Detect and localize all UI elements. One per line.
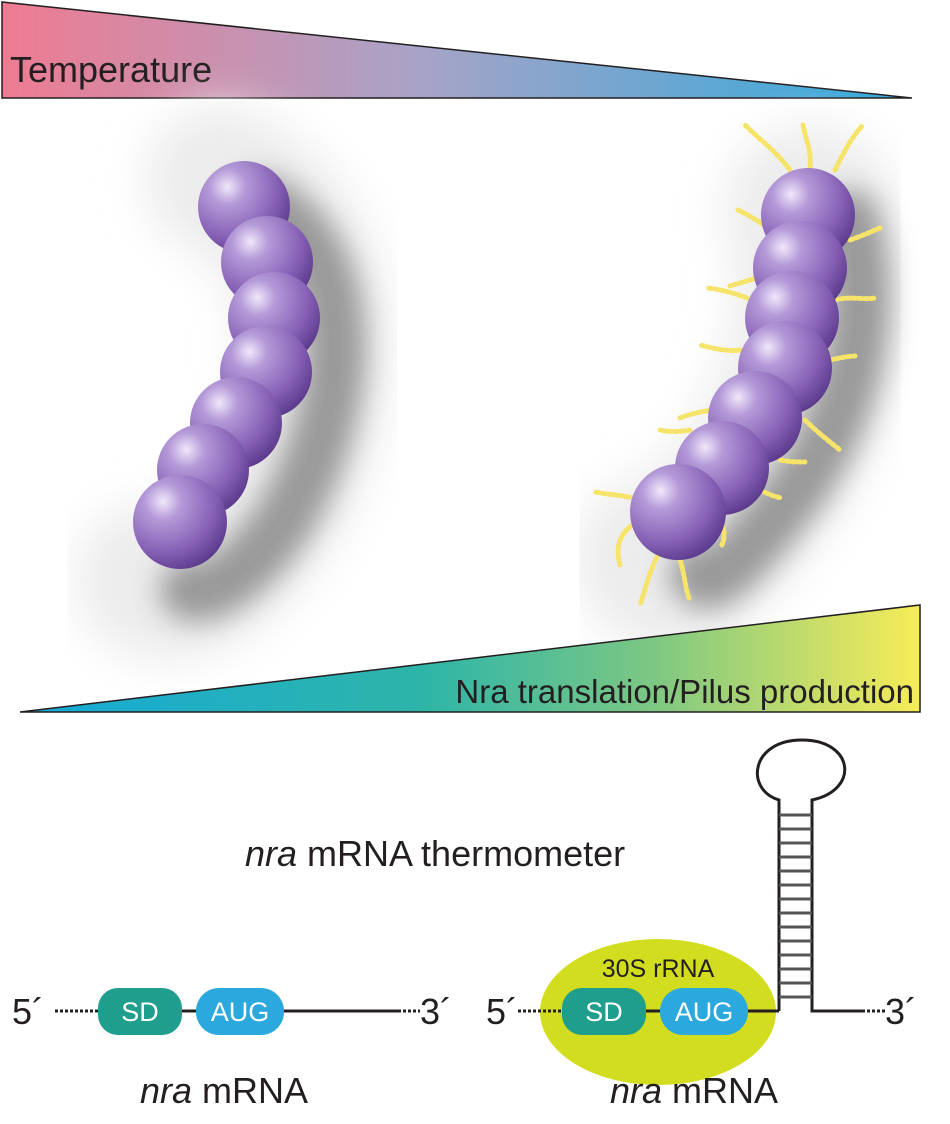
temperature-gradient-wedge: Temperature bbox=[1, 1, 913, 99]
right-aug-box: AUG bbox=[660, 988, 748, 1035]
pilus bbox=[615, 522, 635, 568]
thermometer-rest: mRNA thermometer bbox=[297, 833, 625, 874]
thermometer-label: nra mRNA thermometer bbox=[245, 833, 625, 874]
right-aug-label: AUG bbox=[675, 997, 734, 1027]
right-sd-label: SD bbox=[585, 997, 623, 1027]
left-aug-box: AUG bbox=[196, 988, 284, 1035]
left-sd-label: SD bbox=[121, 997, 159, 1027]
ribosome-label: 30S rRNA bbox=[602, 955, 715, 983]
bacterium-right bbox=[575, 122, 906, 652]
right-mrna-caption: nra mRNA bbox=[610, 1070, 778, 1111]
pilus bbox=[832, 295, 879, 303]
left-three-prime: 3´ bbox=[420, 991, 452, 1032]
hairpin-base-pairs bbox=[779, 813, 812, 999]
pilus bbox=[847, 225, 883, 243]
coccus-cell bbox=[133, 475, 227, 569]
pilus bbox=[777, 457, 808, 465]
pilus bbox=[832, 123, 865, 173]
right-sd-box: SD bbox=[562, 988, 646, 1035]
pilus bbox=[802, 417, 843, 453]
pilus bbox=[637, 552, 661, 608]
coccus-cell bbox=[630, 464, 726, 560]
bacterium-left bbox=[75, 105, 390, 661]
left-mrna-caption: nra mRNA bbox=[140, 1070, 308, 1111]
stem-loop-hairpin bbox=[755, 738, 862, 1013]
pilus bbox=[677, 557, 693, 603]
thermometer-gene: nra bbox=[245, 833, 297, 874]
right-three-prime: 3´ bbox=[885, 991, 917, 1032]
left-aug-label: AUG bbox=[211, 997, 270, 1027]
right-five-prime: 5´ bbox=[486, 991, 518, 1032]
production-label: Nra translation/Pilus production bbox=[455, 673, 914, 710]
pilus bbox=[742, 122, 793, 173]
pilus bbox=[657, 427, 693, 434]
pilus bbox=[827, 353, 858, 363]
left-sd-box: SD bbox=[98, 988, 182, 1035]
production-gradient-wedge: Nra translation/Pilus production bbox=[19, 604, 921, 713]
pilus bbox=[800, 122, 813, 171]
pilus bbox=[697, 342, 743, 353]
right-mrna: 30S rRNA 5´ 3´ bbox=[486, 738, 917, 1111]
temperature-label: Temperature bbox=[10, 49, 212, 90]
pilus bbox=[705, 285, 755, 303]
left-mrna: 5´ 3´ SD AUG nra mRNA bbox=[12, 988, 452, 1111]
left-five-prime: 5´ bbox=[12, 991, 44, 1032]
